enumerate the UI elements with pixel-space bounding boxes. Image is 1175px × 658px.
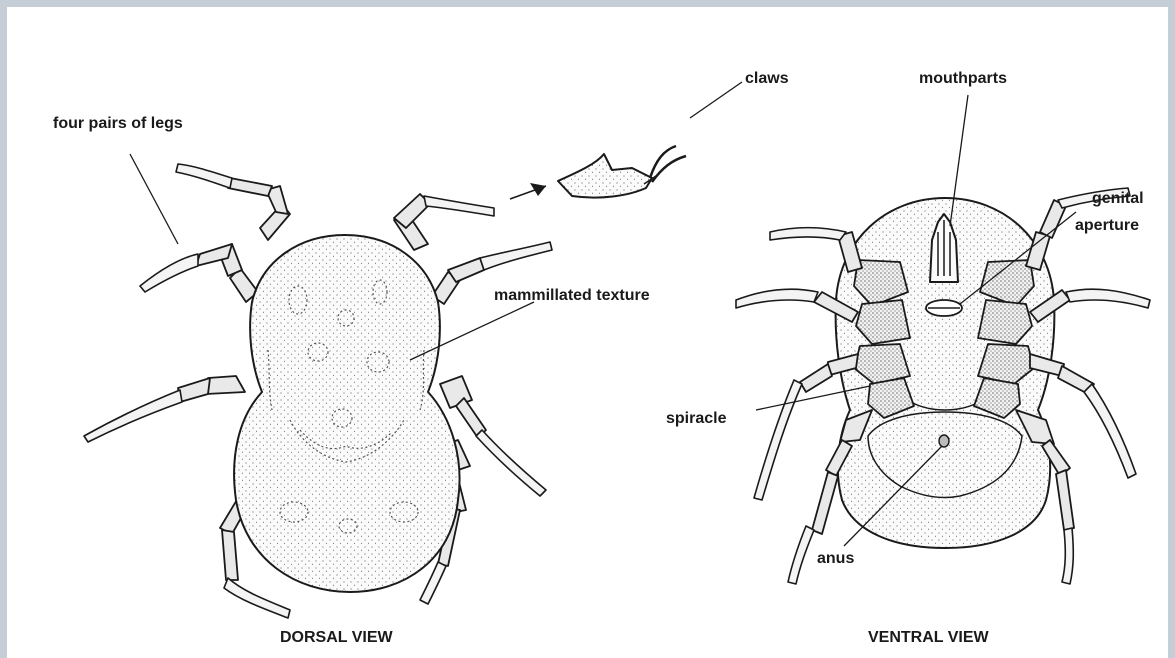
label-four-pairs-of-legs: four pairs of legs [53,115,183,132]
leader-claws [690,82,742,118]
dorsal-leg-1-left [140,244,258,302]
caption-ventral-view: VENTRAL VIEW [868,629,990,646]
label-genital: genital [1092,190,1144,207]
dorsal-leg-1-right [394,194,494,250]
dorsal-leg-1-left-upper [176,164,290,240]
label-anus: anus [817,550,854,567]
anus-opening [939,435,949,447]
caption-dorsal-view: DORSAL VIEW [280,629,394,646]
label-spiracle: spiracle [666,410,727,427]
dorsal-mite [84,164,552,618]
mite-diagram: four pairs of legs claws mouthparts geni… [7,7,1168,658]
claw-inset [510,146,686,199]
label-aperture: aperture [1075,217,1139,234]
ventral-mite [736,188,1150,584]
diagram-frame: four pairs of legs claws mouthparts geni… [7,7,1168,658]
label-mammillated-texture: mammillated texture [494,287,650,304]
arrow-icon [530,183,546,196]
dorsal-leg-3-left [84,376,245,442]
label-mouthparts: mouthparts [919,70,1007,87]
leader-four-pairs-of-legs [130,154,178,244]
label-claws: claws [745,70,789,87]
